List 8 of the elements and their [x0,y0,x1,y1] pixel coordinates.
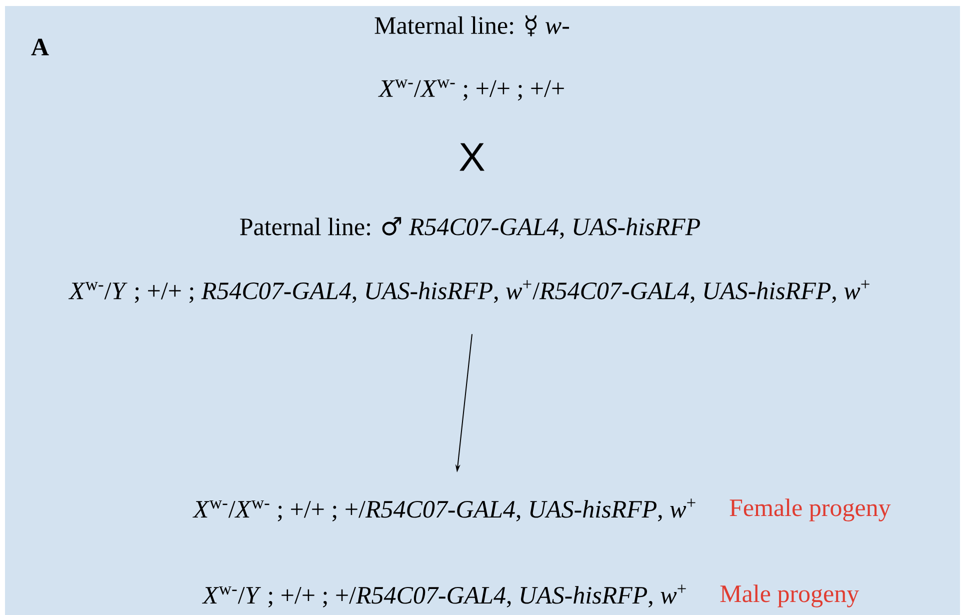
progeny-label: Female progeny [730,498,891,522]
genotype-text: X$^{w-}$/X$^{w-}$ ; +/+ ; +/R54C07-GAL4, UAS-hisRFP, w$^{+}$ [192,498,696,522]
progeny-label: Male progeny [720,584,860,608]
genotype-text: Maternal line: ☿ w- X$^{w-}$/X$^{w-}$ ; +/+ ; +/+ [374,15,570,101]
genotype-text: Paternal line: ♂ R54C07-GAL4, UAS-hisRFP X$^{w-}$/Y ; +/+ ; R54C07-GAL4, UAS-hisRFP, w$^{+}$/R54C07-GAL4, UAS-hisRFP, w$^{+}$ [68,217,870,303]
cross-symbol: X [460,143,484,171]
panel-letter: A [31,38,49,56]
genotype-text: X$^{w-}$/Y ; +/+ ; +/R54C07-GAL4, UAS-hisRFP, w$^{+}$ [202,584,686,608]
